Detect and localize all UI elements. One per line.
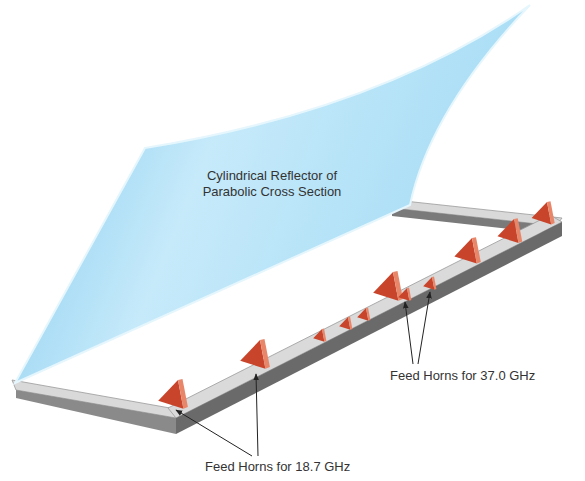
- horn-aperture: [472, 237, 481, 263]
- horn-aperture: [178, 379, 188, 409]
- horn-aperture: [547, 201, 555, 224]
- horn-aperture: [514, 218, 522, 243]
- frame-rail: [16, 390, 176, 434]
- horn-aperture: [432, 277, 436, 290]
- horn-aperture: [322, 329, 326, 342]
- reflector-label: Cylindrical Reflector of Parabolic Cross…: [185, 168, 360, 200]
- horn-aperture: [260, 339, 270, 369]
- callout-label: Feed Horns for 37.0 GHz: [390, 368, 535, 384]
- reflector-shape: Cylindrical Reflector of Parabolic Cross…: [10, 0, 540, 395]
- horn-aperture: [366, 308, 370, 321]
- reflector-surface: [15, 5, 530, 383]
- callout-label: Feed Horns for 18.7 GHz: [205, 459, 350, 475]
- horn-aperture: [348, 317, 352, 330]
- horn-aperture: [407, 288, 411, 301]
